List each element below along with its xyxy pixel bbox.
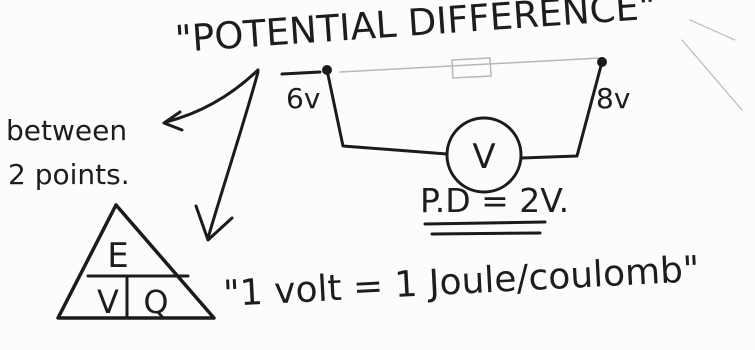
formula-triangle [56,203,216,320]
pencil-resistor [451,57,492,79]
arrow-to-between [164,68,260,124]
pd-underline-2 [430,231,542,236]
triangle-right-letter: Q [143,283,168,321]
arrow-to-between-head [162,110,184,132]
voltmeter-symbol: V [472,137,495,177]
pencil-top-dash [689,19,736,41]
voltage-right-label: 8v [596,82,630,115]
voltage-left-label: 6v [286,82,320,115]
triangle-left-letter: V [97,283,119,321]
arrow-to-triangle-head [194,204,234,242]
voltmeter-circle [445,116,523,194]
pd-result-text: P.D = 2V. [420,181,569,220]
note-between-text: between [6,114,127,147]
circuit-wire-right [520,60,604,160]
arrow-to-triangle [206,70,260,240]
triangle-top-letter: E [107,236,128,276]
circuit-wire-left [325,68,449,156]
note-points-text: 2 points. [8,158,130,191]
title-text: "POTENTIAL DIFFERENCE" [174,0,657,61]
pd-underline-1 [423,220,547,226]
pencil-guide-line [339,57,601,73]
pencil-margin-line [681,39,743,111]
volt-definition-text: "1 volt = 1 Joule/coulomb" [222,249,700,315]
small-arrow-to-node [280,70,322,76]
